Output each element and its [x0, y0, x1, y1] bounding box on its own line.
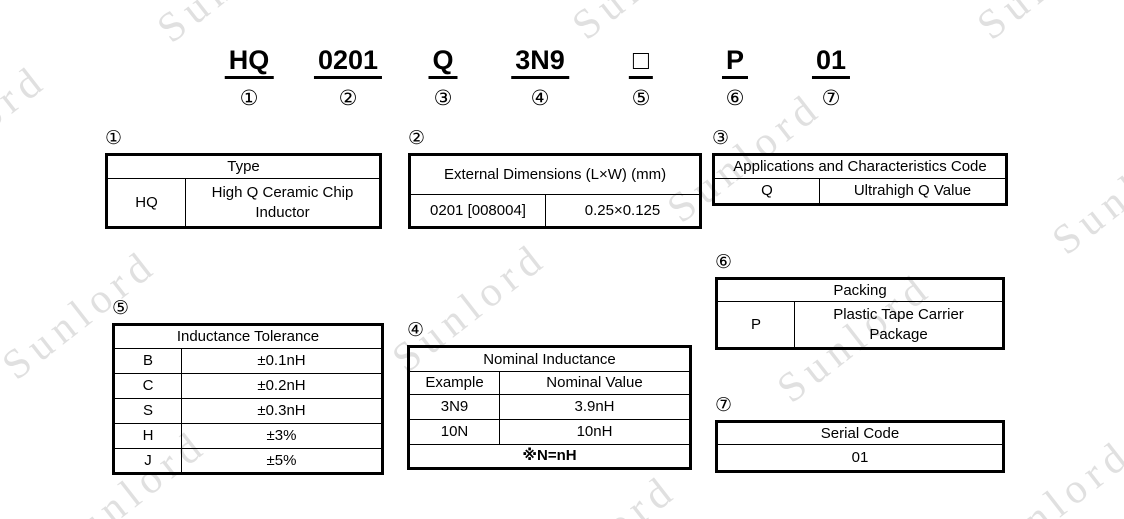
part-code-packing: P	[721, 46, 749, 80]
tolerance-code-cell: H	[113, 423, 182, 449]
example-column-header: Example	[408, 371, 500, 395]
watermark-text: Sunlord	[0, 55, 56, 205]
nominal-inductance-table-block: ④ Nominal Inductance Example Nominal Val…	[407, 319, 692, 470]
serial-code-value-cell: 01	[716, 444, 1004, 472]
example-cell: 10N	[408, 419, 500, 445]
table-row: H ±3%	[113, 423, 383, 449]
tolerance-value-cell: ±0.1nH	[181, 348, 383, 374]
part-code-serial: 01	[811, 46, 851, 80]
packing-code-cell: P	[716, 301, 795, 349]
dimensions-table-marker: ②	[408, 127, 426, 149]
table-header-row: Example Nominal Value	[408, 371, 691, 395]
packing-table-title: Packing	[716, 278, 1004, 302]
applications-code-cell: Q	[713, 178, 820, 205]
type-table-title: Type	[106, 154, 381, 179]
tolerance-code-cell: S	[113, 398, 182, 424]
nominal-inductance-table-marker: ④	[407, 319, 425, 341]
type-table-block: ① Type HQ High Q Ceramic Chip Inductor	[105, 127, 382, 229]
part-code-marker-2: ②	[338, 86, 358, 111]
example-cell: 3N9	[408, 394, 500, 420]
nominal-inductance-table-title: Nominal Inductance	[408, 346, 691, 372]
nominal-inductance-footnote: ※N=nH	[408, 444, 691, 469]
part-code-type: HQ	[224, 46, 274, 80]
type-description-text: High Q Ceramic Chip Inductor	[211, 184, 354, 221]
dimensions-value-cell: 0.25×0.125	[545, 194, 701, 228]
dimensions-table-title: External Dimensions (L×W) (mm)	[409, 154, 701, 195]
table-row: B ±0.1nH	[113, 348, 383, 374]
type-table-marker: ①	[105, 127, 123, 149]
tolerance-code-cell: C	[113, 373, 182, 399]
packing-table-block: ⑥ Packing P Plastic Tape Carrier Package	[715, 251, 1005, 350]
table-row: J ±5%	[113, 448, 383, 474]
serial-code-table: Serial Code 01	[715, 420, 1005, 473]
applications-table: Applications and Characteristics Code Q …	[712, 153, 1008, 206]
applications-table-title: Applications and Characteristics Code	[713, 154, 1007, 179]
part-code-marker-6: ⑥	[725, 86, 745, 111]
table-row: S ±0.3nH	[113, 398, 383, 424]
part-code-segment-tolerance: □ ⑤	[628, 46, 654, 111]
table-row: 10N 10nH	[408, 419, 691, 445]
type-description-cell: High Q Ceramic Chip Inductor	[185, 178, 381, 228]
part-code-marker-7: ⑦	[821, 86, 841, 111]
packing-description-cell: Plastic Tape Carrier Package	[794, 301, 1004, 349]
applications-table-block: ③ Applications and Characteristics Code …	[712, 127, 1008, 206]
type-table: Type HQ High Q Ceramic Chip Inductor	[105, 153, 382, 229]
nominal-inductance-table: Nominal Inductance Example Nominal Value…	[407, 345, 692, 470]
tolerance-table-marker: ⑤	[112, 297, 130, 319]
tolerance-table: Inductance Tolerance B ±0.1nH C ±0.2nH S…	[112, 323, 384, 475]
part-code-segment-serial: 01 ⑦	[811, 46, 851, 111]
tolerance-value-cell: ±0.3nH	[181, 398, 383, 424]
part-code-marker-5: ⑤	[631, 86, 651, 111]
tolerance-value-cell: ±5%	[181, 448, 383, 474]
part-code-segment-application: Q ③	[428, 46, 458, 111]
tolerance-table-title: Inductance Tolerance	[113, 324, 383, 349]
table-row: C ±0.2nH	[113, 373, 383, 399]
tolerance-code-cell: B	[113, 348, 182, 374]
serial-code-table-block: ⑦ Serial Code 01	[715, 394, 1005, 473]
watermark-text: Sunlord	[564, 0, 737, 50]
tolerance-value-cell: ±3%	[181, 423, 383, 449]
part-code-inductance: 3N9	[511, 46, 569, 80]
watermark-text: Sunlord	[969, 0, 1124, 50]
part-code-segment-size: 0201 ②	[313, 46, 383, 111]
part-code-size: 0201	[313, 46, 383, 80]
table-row: 3N9 3.9nH	[408, 394, 691, 420]
nominal-value-column-header: Nominal Value	[499, 371, 691, 395]
part-code-marker-1: ①	[239, 86, 259, 111]
part-code-marker-3: ③	[433, 86, 453, 111]
applications-table-marker: ③	[712, 127, 730, 149]
tolerance-value-cell: ±0.2nH	[181, 373, 383, 399]
part-code-segment-inductance: 3N9 ④	[511, 46, 569, 109]
serial-code-table-title: Serial Code	[716, 421, 1004, 445]
watermark-text: Sunlord	[1044, 115, 1124, 265]
serial-code-table-marker: ⑦	[715, 394, 733, 416]
nominal-value-cell: 10nH	[499, 419, 691, 445]
table-footnote-row: ※N=nH	[408, 444, 691, 469]
part-code-application: Q	[428, 46, 458, 80]
tolerance-table-block: ⑤ Inductance Tolerance B ±0.1nH C ±0.2nH…	[112, 297, 384, 475]
part-code-tolerance: □	[628, 46, 654, 80]
watermark-text: Sunlord	[514, 465, 687, 519]
dimensions-table-block: ② External Dimensions (L×W) (mm) 0201 [0…	[408, 127, 702, 229]
packing-description-text: Plastic Tape Carrier Package	[833, 306, 964, 343]
applications-description-cell: Ultrahigh Q Value	[819, 178, 1007, 205]
part-code-segment-packing: P ⑥	[721, 46, 749, 111]
dimensions-table: External Dimensions (L×W) (mm) 0201 [008…	[408, 153, 702, 229]
type-code-cell: HQ	[106, 178, 186, 228]
part-code-segment-type: HQ ①	[224, 46, 274, 111]
nominal-value-cell: 3.9nH	[499, 394, 691, 420]
packing-table: Packing P Plastic Tape Carrier Package	[715, 277, 1005, 350]
packing-table-marker: ⑥	[715, 251, 733, 273]
dimensions-code-cell: 0201 [008004]	[409, 194, 546, 228]
part-code-marker-4: ④	[530, 86, 550, 111]
tolerance-code-cell: J	[113, 448, 182, 474]
